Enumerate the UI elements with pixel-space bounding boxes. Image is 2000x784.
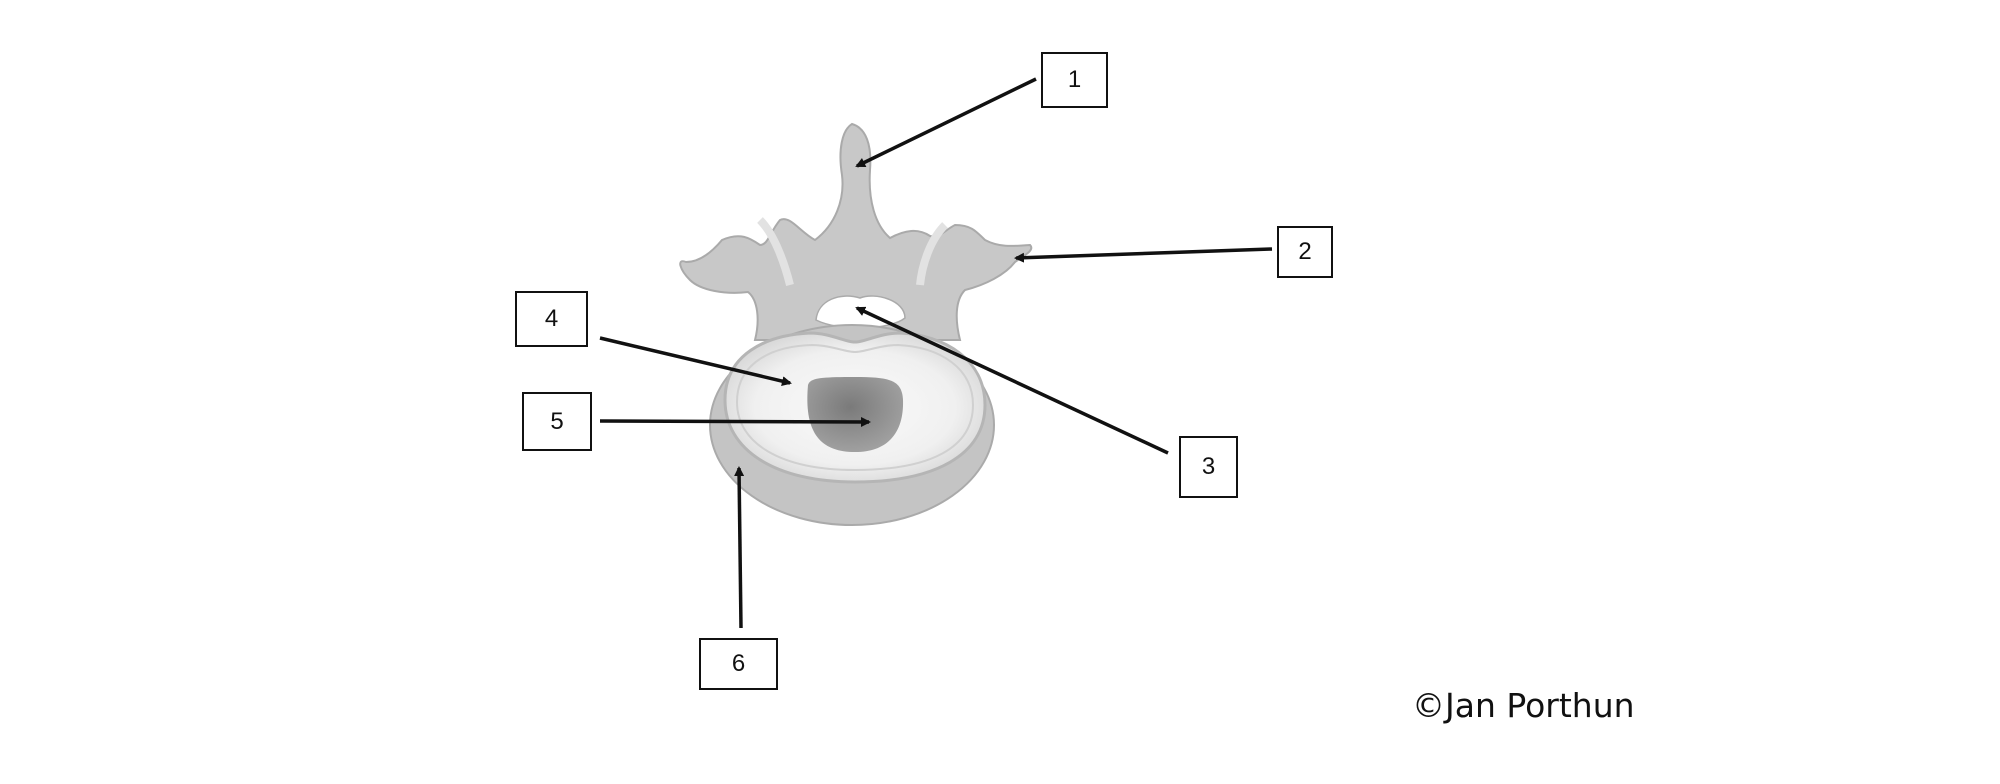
label-3: 3: [1179, 436, 1238, 498]
arrow-4: [599, 336, 792, 387]
label-4: 4: [515, 291, 588, 347]
label-2: 2: [1277, 226, 1333, 278]
arrow-2: [1014, 247, 1273, 263]
label-5: 5: [522, 392, 592, 451]
arrow-6: [734, 466, 745, 629]
arrow-3: [855, 306, 1169, 455]
right-facet: [916, 222, 948, 286]
arrow-1: [855, 77, 1037, 168]
left-facet: [757, 217, 794, 286]
label-1: 1: [1041, 52, 1108, 108]
label-6: 6: [699, 638, 778, 690]
arrow-5: [599, 416, 871, 427]
nucleus-pulposus: [807, 377, 904, 452]
copyright-notice: ©Jan Porthun: [1412, 686, 1635, 725]
